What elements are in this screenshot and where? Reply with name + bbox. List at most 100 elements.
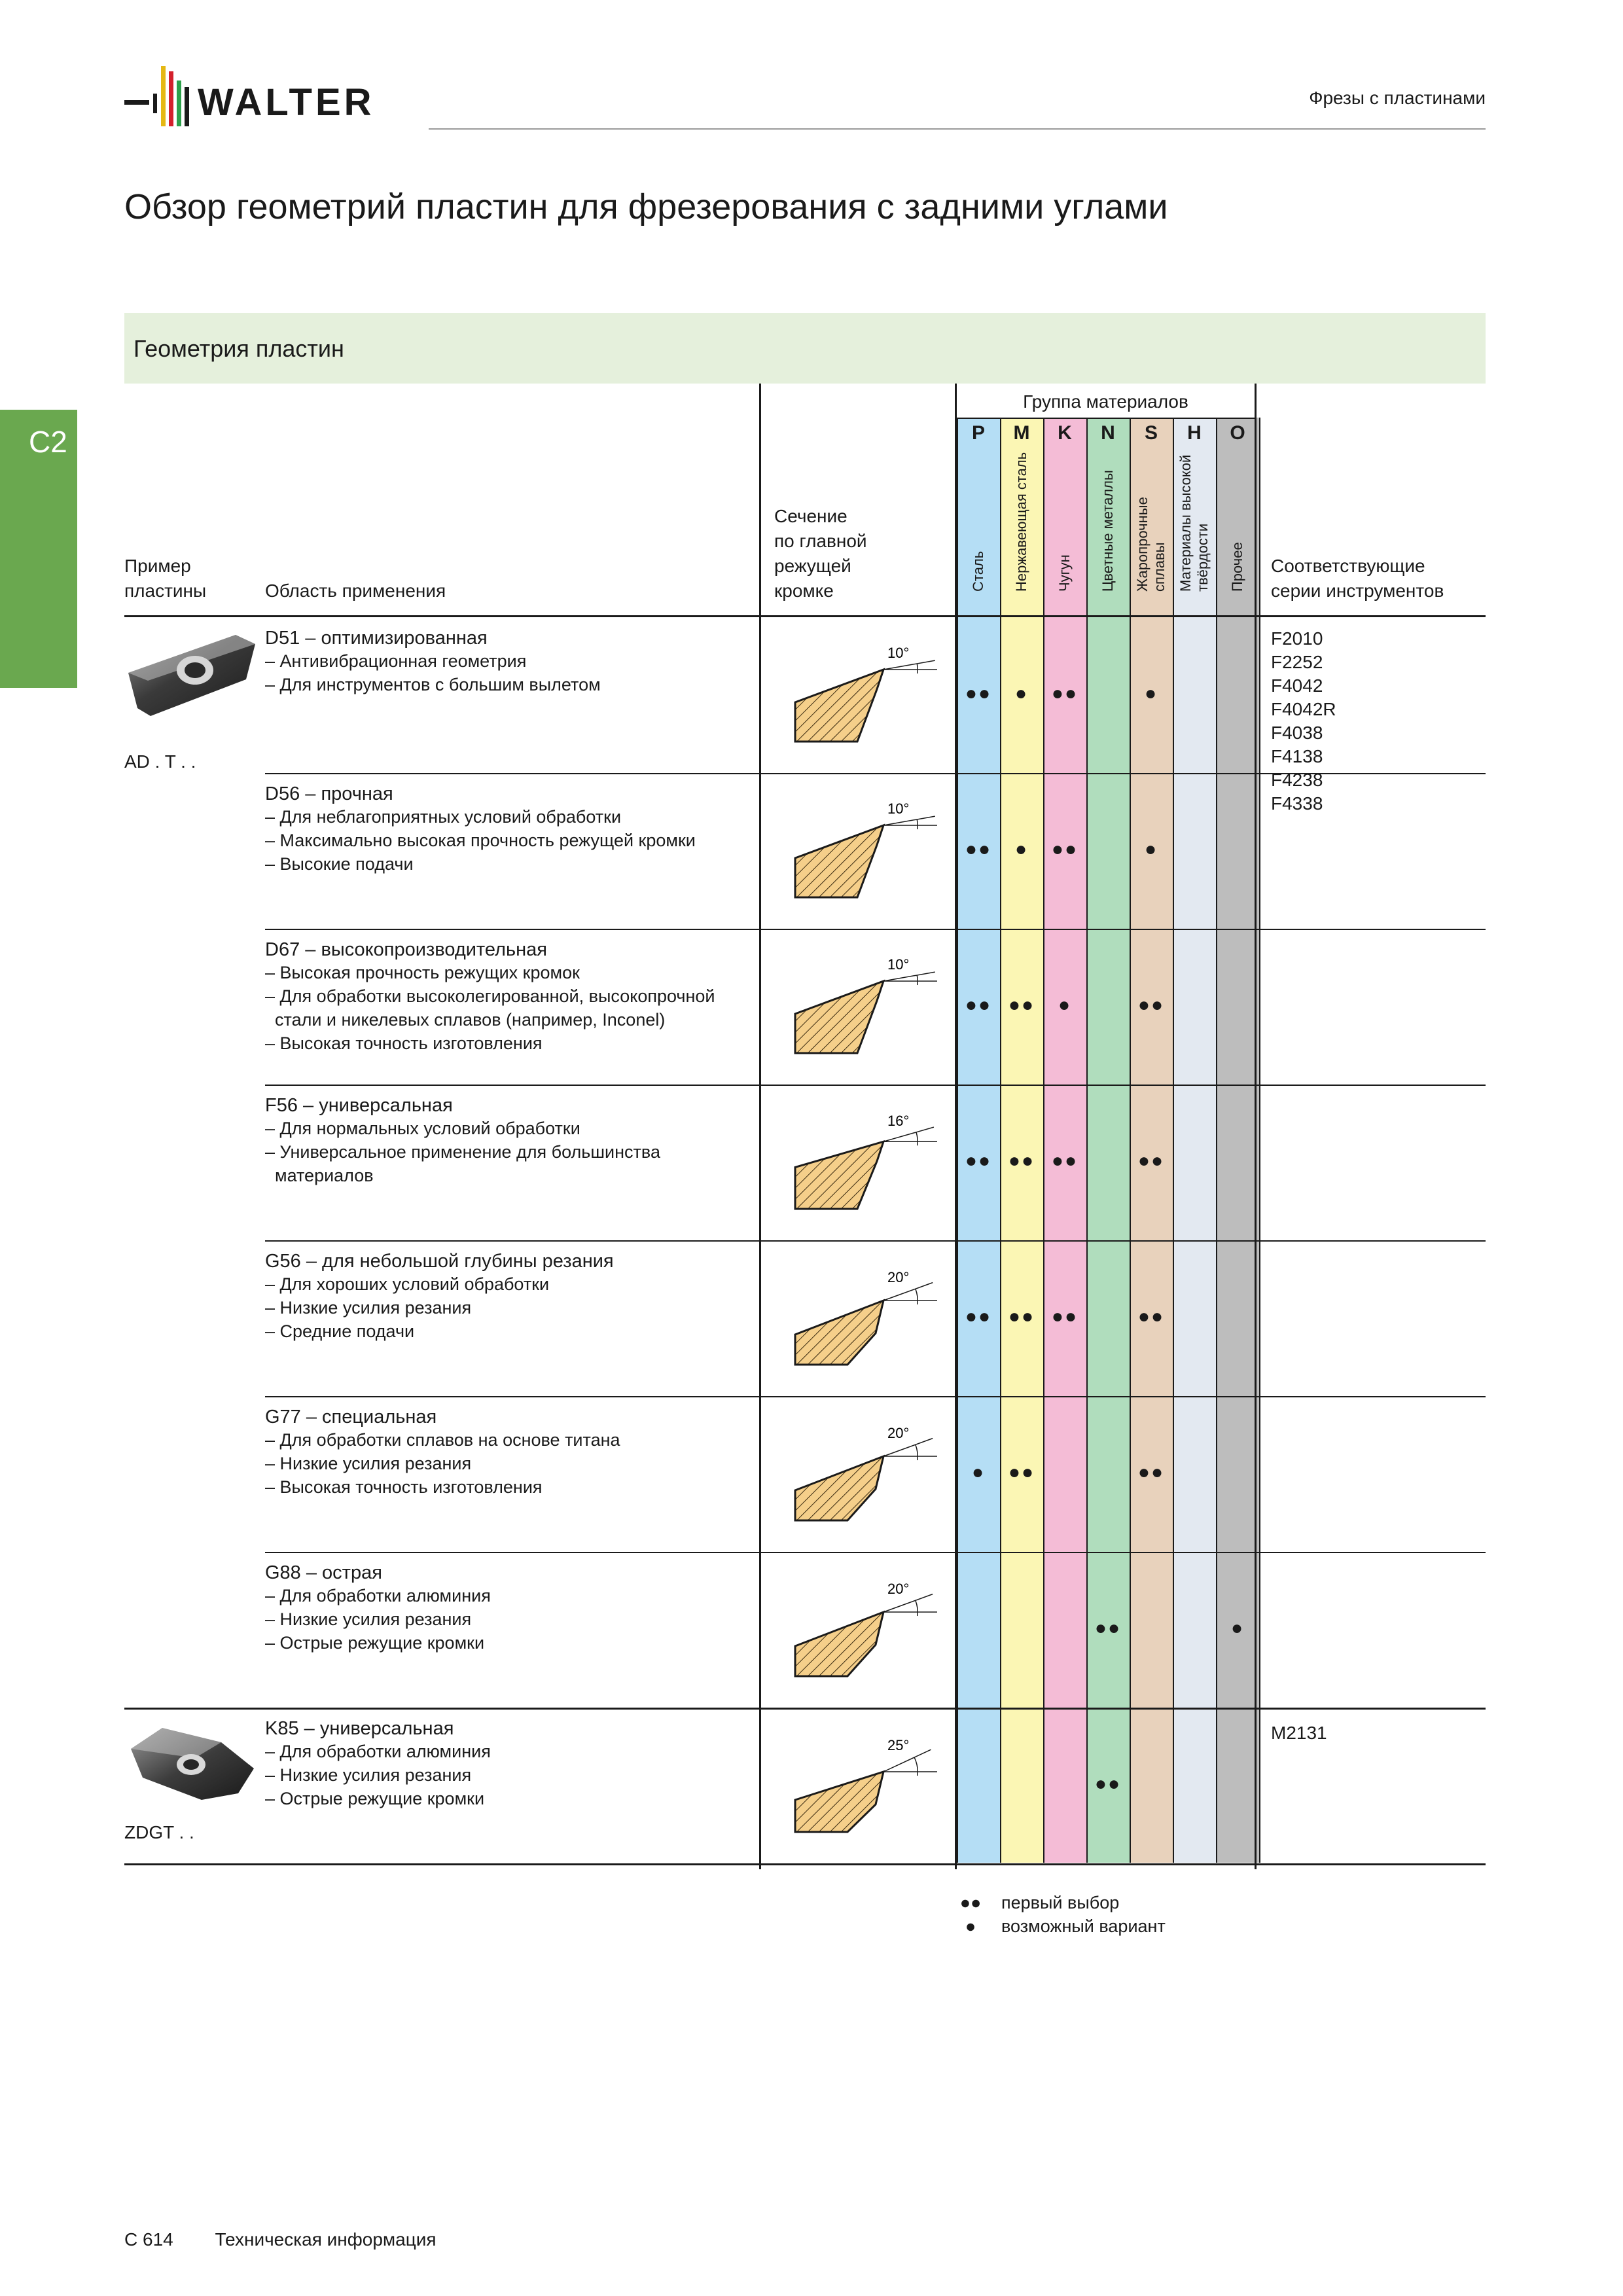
legend-symbol: ●● bbox=[959, 1893, 982, 1912]
geometry-feature: – Низкие усилия резания bbox=[265, 1609, 472, 1629]
geometry-feature: – Высокая точность изготовления bbox=[265, 1477, 543, 1497]
header-section: Фрезы с пластинами bbox=[1309, 88, 1486, 108]
series-item: F4042R bbox=[1271, 699, 1336, 719]
col-example-line: пластины bbox=[124, 581, 207, 601]
row-rule bbox=[265, 1552, 1486, 1553]
geometry-row: K85 – универсальная– Для обработки алюми… bbox=[265, 1718, 749, 1810]
geometry-feature: – Острые режущие кромки bbox=[265, 1789, 485, 1808]
edge-section-icon: 20° bbox=[794, 1425, 937, 1522]
material-column-s bbox=[1130, 418, 1173, 1863]
suitability-mark-n: ●● bbox=[1094, 1617, 1122, 1639]
edge-section-diagram: 20° bbox=[785, 1409, 942, 1540]
geometry-feature: – Для обработки сплавов на основе титана bbox=[265, 1430, 620, 1450]
series-item: F4338 bbox=[1271, 793, 1323, 814]
material-column-n bbox=[1086, 418, 1130, 1863]
geometry-feature: – Низкие усилия резания bbox=[265, 1298, 472, 1318]
section-title: Геометрия пластин bbox=[134, 335, 344, 362]
row-rule bbox=[265, 1085, 1486, 1086]
geometry-feature: – Для обработки алюминия bbox=[265, 1586, 491, 1605]
geometry-feature: – Для инструментов с большим вылетом bbox=[265, 675, 601, 694]
material-letter-h: H bbox=[1187, 422, 1202, 444]
geometry-row: D67 – высокопроизводительная – Высокая пр… bbox=[265, 939, 749, 1055]
material-name-n: Цветные металлы bbox=[1086, 452, 1130, 609]
series-item: F4238 bbox=[1271, 770, 1323, 790]
geometry-feature: – Для нормальных условий обработки bbox=[265, 1119, 580, 1138]
suitability-mark-p: ●● bbox=[965, 838, 992, 860]
suitability-mark-s: ● bbox=[1144, 683, 1158, 704]
row-rule bbox=[265, 1240, 1486, 1242]
geometry-feature: стали и никелевых сплавов (например, Inc… bbox=[265, 1010, 666, 1030]
material-name-rotated: Чугун bbox=[1043, 452, 1086, 609]
material-name-k: Чугун bbox=[1043, 452, 1086, 609]
material-column-divider bbox=[1043, 418, 1044, 1863]
legend: ●● первый выбор ● возможный вариант bbox=[949, 1893, 1166, 1940]
footer: C 614 Техническая информация bbox=[124, 2229, 437, 2250]
walter-logo: WALTER bbox=[124, 62, 399, 134]
series-item: F4138 bbox=[1271, 746, 1323, 766]
rake-angle-label: 10° bbox=[887, 645, 909, 661]
material-letter-s: S bbox=[1144, 422, 1158, 444]
material-column-divider bbox=[1130, 418, 1131, 1863]
suitability-mark-p: ●● bbox=[965, 683, 992, 704]
legend-symbol: ● bbox=[965, 1916, 976, 1936]
page-title: Обзор геометрий пластин для фрезерования… bbox=[124, 187, 1168, 226]
material-column-divider bbox=[957, 418, 958, 1863]
material-column-o bbox=[1216, 418, 1259, 1863]
page-number: C 614 bbox=[124, 2229, 173, 2250]
material-name-line: твёрдости bbox=[1194, 523, 1211, 592]
geometry-title: D56 – прочная bbox=[265, 783, 393, 804]
material-name-p: Сталь bbox=[957, 452, 1000, 609]
geometry-feature: – Острые режущие кромки bbox=[265, 1633, 485, 1653]
series-item: F4038 bbox=[1271, 723, 1323, 743]
material-column-k bbox=[1043, 418, 1086, 1863]
edge-section-icon: 25° bbox=[794, 1737, 937, 1833]
table-divider bbox=[759, 384, 761, 1869]
suitability-mark-p: ●● bbox=[965, 994, 992, 1016]
series-item: M2131 bbox=[1271, 1723, 1327, 1743]
suitability-mark-m: ● bbox=[1014, 838, 1029, 860]
footer-text: Техническая информация bbox=[215, 2229, 437, 2250]
edge-section-diagram: 10° bbox=[785, 786, 942, 917]
suitability-mark-s: ●● bbox=[1137, 1150, 1165, 1172]
suitability-mark-m: ●● bbox=[1008, 1462, 1035, 1483]
material-name-rotated: Цветные металлы bbox=[1086, 452, 1130, 609]
col-series-header: Соответствующие серии инструментов bbox=[1271, 554, 1444, 603]
suitability-mark-m: ● bbox=[1014, 683, 1029, 704]
edge-section-diagram: 20° bbox=[785, 1565, 942, 1696]
geometry-feature: – Высокие подачи bbox=[265, 854, 414, 874]
suitability-mark-k: ●● bbox=[1051, 1150, 1079, 1172]
suitability-mark-m: ●● bbox=[1008, 1306, 1035, 1327]
edge-section-diagram: 20° bbox=[785, 1253, 942, 1384]
geometry-feature: – Для неблагоприятных условий обработки bbox=[265, 807, 622, 827]
geometry-feature: – Высокая прочность режущих кромок bbox=[265, 963, 580, 982]
material-column-h bbox=[1173, 418, 1216, 1863]
geometry-title: D67 – высокопроизводительная bbox=[265, 939, 547, 960]
material-column-divider bbox=[1086, 418, 1088, 1863]
material-column-divider bbox=[1216, 418, 1217, 1863]
geometry-title: G56 – для небольшой глубины резания bbox=[265, 1251, 614, 1272]
material-column-p bbox=[957, 418, 1000, 1863]
rake-angle-label: 20° bbox=[887, 1425, 909, 1441]
col-section-line: Сечение bbox=[774, 506, 847, 526]
insert-zdgt-icon bbox=[131, 1728, 254, 1800]
header-bottom-rule bbox=[124, 615, 1486, 617]
material-letter-n: N bbox=[1101, 422, 1115, 444]
edge-section-icon: 10° bbox=[794, 956, 937, 1054]
col-series-line: Соответствующие bbox=[1271, 556, 1425, 576]
row-rule bbox=[124, 1863, 1486, 1865]
edge-section-icon: 10° bbox=[794, 800, 937, 899]
legend-item: ●● первый выбор bbox=[949, 1893, 1166, 1916]
geometry-row: D56 – прочная – Для неблагоприятных услов… bbox=[265, 783, 749, 876]
geometry-feature: – Высокая точность изготовления bbox=[265, 1033, 543, 1053]
geometry-row: G56 – для небольшой глубины резания– Для… bbox=[265, 1251, 749, 1343]
geometry-feature: – Средние подачи bbox=[265, 1321, 415, 1341]
material-column-m bbox=[1000, 418, 1043, 1863]
suitability-mark-m: ●● bbox=[1008, 1150, 1035, 1172]
edge-section-diagram: 10° bbox=[785, 630, 942, 761]
col-example-header: Пример пластины bbox=[124, 554, 206, 603]
suitability-mark-n: ●● bbox=[1094, 1773, 1122, 1795]
